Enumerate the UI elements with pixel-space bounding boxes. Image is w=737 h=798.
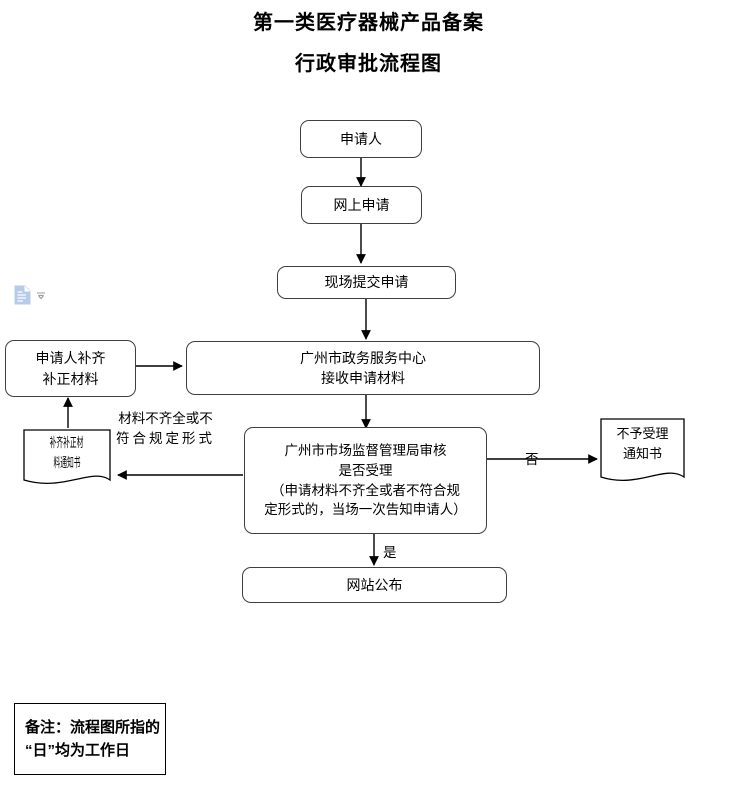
node-label: 申请人 xyxy=(340,130,382,147)
node-service-center[interactable]: 广州市政务服务中心 接收申请材料 xyxy=(186,341,540,395)
node-supplement-notice[interactable]: 补齐补正材 料通知书 xyxy=(24,433,110,481)
note-box: 备注：流程图所指的 “日”均为工作日 xyxy=(14,703,166,775)
node-label-line-2: 补正材料 xyxy=(42,370,99,387)
node-label-line-2: 接收申请材料 xyxy=(321,370,405,386)
node-label-line-1: 广州市政务服务中心 xyxy=(300,349,426,366)
edge-label-line-2: 符合规定形式 xyxy=(116,430,215,446)
paste-options-widget[interactable] xyxy=(14,285,56,310)
node-onsite-submit[interactable]: 现场提交申请 xyxy=(277,266,456,299)
node-label-line-3: （申请材料不齐全或者不符合规 xyxy=(271,482,460,498)
node-applicant-supplement[interactable]: 申请人补齐 补正材料 xyxy=(5,340,136,397)
node-label-line-2: 通知书 xyxy=(622,445,662,461)
edge-label-incomplete: 材料不齐全或不 符合规定形式 xyxy=(116,409,215,448)
node-label-line-1: 不予受理 xyxy=(616,426,669,441)
node-publish[interactable]: 网站公布 xyxy=(242,567,507,603)
chevron-down-icon[interactable] xyxy=(36,288,46,306)
node-review-decision[interactable]: 广州市市场监督管理局审核 是否受理 （申请材料不齐全或者不符合规 定形式的，当场… xyxy=(244,427,487,534)
node-label: 网站公布 xyxy=(346,576,403,593)
node-label-line-1: 广州市市场监督管理局审核 xyxy=(284,443,447,459)
edge-label-no: 否 xyxy=(525,452,539,467)
node-label-line-2: 料通知书 xyxy=(53,454,81,470)
node-label-line-1: 补齐补正材 xyxy=(50,435,84,450)
paste-document-icon[interactable] xyxy=(14,285,32,310)
node-label-line-4: 定形式的，当场一次告知申请人） xyxy=(264,502,467,518)
page-title-line-1: 第一类医疗器械产品备案 xyxy=(253,12,484,34)
note-line-2: “日”均为工作日 xyxy=(25,742,131,760)
node-applicant[interactable]: 申请人 xyxy=(300,120,422,158)
node-online-apply[interactable]: 网上申请 xyxy=(301,186,422,224)
edge-label-line-1: 材料不齐全或不 xyxy=(118,411,213,426)
node-reject-notice[interactable]: 不予受理 通知书 xyxy=(601,424,684,474)
node-label-line-1: 申请人补齐 xyxy=(35,350,106,367)
edge-label-yes: 是 xyxy=(383,545,397,560)
node-label: 网上申请 xyxy=(333,196,390,213)
page-title-line-2: 行政审批流程图 xyxy=(295,53,442,75)
node-label: 现场提交申请 xyxy=(324,274,409,291)
node-label-line-2: 是否受理 xyxy=(338,462,393,478)
note-line-1: 备注：流程图所指的 xyxy=(25,719,161,736)
